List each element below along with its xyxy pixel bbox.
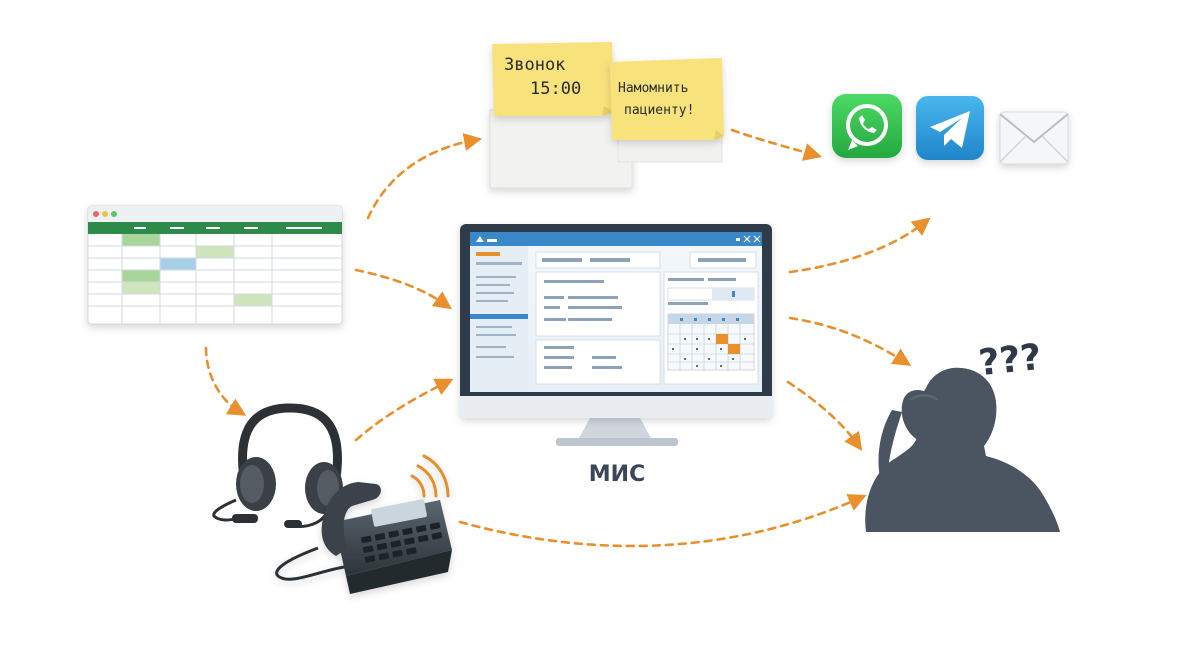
spreadsheet-window [87, 205, 343, 325]
ringing-waves-icon [410, 454, 450, 498]
close-dot-icon [93, 211, 99, 217]
confused-person-icon: ??? [865, 337, 1060, 532]
monitor-label: МИС [589, 462, 645, 487]
arrow-monitor-to-person-1 [788, 316, 912, 366]
whatsapp-icon [832, 94, 902, 158]
messenger-icons [832, 94, 1069, 165]
calendar-grid [667, 313, 755, 371]
mis-screen [470, 232, 762, 392]
thought-question-marks: ??? [977, 337, 1044, 384]
arrow-monitor-to-person-2 [786, 380, 863, 451]
note-call-line1: Звонок [504, 55, 565, 75]
mail-icon [999, 111, 1069, 165]
sticky-notes: Звонок 15:00 Намомнить пациенту! [489, 42, 724, 189]
arrow-phone-to-person [458, 494, 867, 548]
sticky-note-reminder: Намомнить пациенту! [610, 58, 724, 140]
maximize-dot-icon [111, 211, 117, 217]
arrow-headset-to-monitor [354, 378, 454, 442]
desk-phone-icon [275, 454, 452, 594]
minimize-dot-icon [102, 211, 108, 217]
note-reminder-line2: пациенту! [624, 103, 694, 118]
arrow-spreadsheet-to-monitor [354, 268, 452, 310]
arrow-spreadsheet-to-headset [204, 346, 247, 416]
arrow-monitor-to-messengers [788, 217, 931, 274]
note-call-line2: 15:00 [530, 79, 581, 99]
headset-icon [212, 403, 343, 528]
arrow-spreadsheet-to-notes [366, 133, 483, 220]
telegram-icon [916, 96, 984, 160]
monitor: МИС [460, 224, 772, 487]
sticky-note-call: Звонок 15:00 [492, 42, 614, 116]
arrow-notes-to-messengers [730, 128, 823, 161]
note-reminder-line1: Намомнить [618, 81, 688, 96]
arrows [204, 128, 931, 548]
